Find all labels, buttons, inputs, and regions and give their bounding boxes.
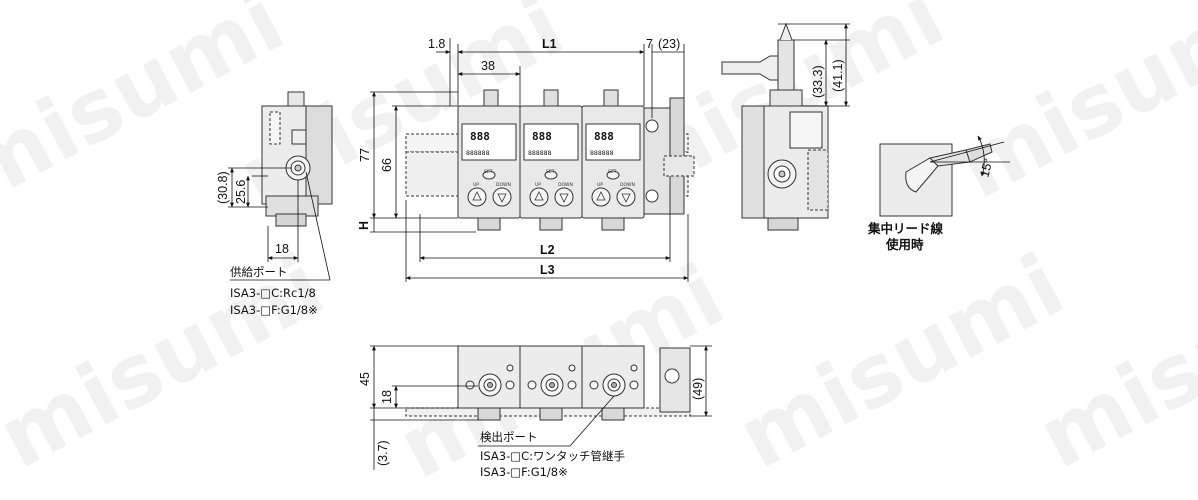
- lcd-sub-3: 888888: [590, 149, 614, 157]
- lcd-sub-2: 888888: [528, 149, 552, 157]
- dim-30-8: (30.8): [216, 171, 230, 204]
- sensor-unit-3: [581, 89, 645, 231]
- dim-66: 66: [380, 158, 394, 172]
- dim-18-bottom: 18: [380, 390, 394, 404]
- left-dimensions: [228, 167, 331, 281]
- detect-port-title: 検出ポート: [480, 430, 538, 444]
- dim-3-7: (3.7): [376, 440, 390, 466]
- bottom-view: [405, 345, 691, 421]
- dim-L1: L1: [542, 37, 557, 51]
- lead-caption-line2: 使用時: [885, 237, 924, 252]
- watermark-text: misumi: [723, 236, 1080, 489]
- dim-77: 77: [358, 148, 372, 162]
- angle-15: 15°: [977, 157, 995, 179]
- watermark-text: misumi: [0, 236, 339, 489]
- front-view: [405, 89, 695, 231]
- lcd-sub-1: 888888: [466, 149, 490, 157]
- up-label-2: UP: [535, 182, 541, 188]
- lead-wire-view: [879, 143, 993, 217]
- dim-L2: L2: [540, 243, 555, 257]
- right-dimensions: [778, 23, 850, 107]
- dim-33-3: (33.3): [811, 65, 825, 98]
- dim-23: (23): [658, 37, 680, 51]
- supply-port-line2: ISA3-□F:G1/8※: [230, 303, 318, 317]
- dim-38: 38: [481, 59, 495, 73]
- watermark-text: misumi: [943, 0, 1198, 219]
- up-label-1: UP: [473, 182, 479, 188]
- detect-port-line2: ISA3-□F:G1/8※: [480, 465, 568, 479]
- supply-port-title: 供給ポート: [230, 265, 288, 279]
- sensor-unit-2: [519, 89, 583, 231]
- down-label-1: DOWN: [496, 182, 511, 188]
- right-side-view: [721, 22, 829, 231]
- down-label-2: DOWN: [558, 182, 573, 188]
- dim-L3: L3: [540, 263, 555, 277]
- down-label-3: DOWN: [620, 182, 635, 188]
- detect-port-line1: ISA3-□C:ワンタッチ管継手: [480, 449, 625, 463]
- set-label-3: SET: [608, 169, 617, 175]
- lead-caption-line1: 集中リード線: [867, 221, 944, 236]
- supply-port-line1: ISA3-□C:Rc1/8: [230, 286, 316, 300]
- left-side-view: [261, 91, 333, 227]
- dim-41-1: (41.1): [831, 59, 845, 92]
- dim-18-left: 18: [275, 242, 289, 256]
- dim-49: (49): [691, 378, 705, 400]
- front-dimensions: [370, 38, 689, 282]
- bottom-dimensions: [370, 345, 712, 470]
- up-label-3: UP: [597, 182, 603, 188]
- dim-1-8: 1.8: [428, 37, 445, 51]
- dim-H: H: [357, 221, 371, 230]
- dim-7: 7: [646, 37, 653, 51]
- set-label-2: SET: [546, 169, 555, 175]
- lcd-main-2: 888: [532, 130, 552, 143]
- lead-angle-dimension: [929, 135, 1010, 177]
- set-label-1: SET: [484, 169, 493, 175]
- dim-45: 45: [358, 372, 372, 386]
- sensor-unit-1: [457, 89, 521, 231]
- lcd-main-1: 888: [470, 130, 490, 143]
- lcd-main-3: 888: [594, 130, 614, 143]
- dim-25-6: 25.6: [234, 180, 248, 204]
